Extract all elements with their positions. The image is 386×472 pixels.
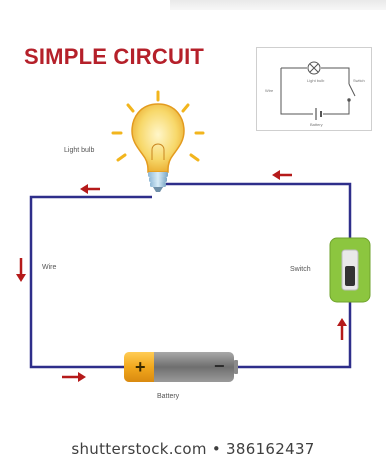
arrow-right-up-icon — [337, 318, 347, 340]
schematic-thumbnail: Light bulb Wire Switch Battery — [256, 47, 372, 131]
switch-icon — [329, 237, 371, 303]
schematic-battery-label: Battery — [310, 122, 323, 127]
schematic-switch-label: Switch — [353, 78, 365, 83]
light-bulb-icon — [131, 103, 185, 192]
wire-loop — [29, 182, 352, 369]
wire-left — [29, 195, 152, 369]
arrow-top-right-icon — [272, 170, 292, 180]
schematic-bulb-label: Light bulb — [307, 78, 325, 83]
diagram-title: SIMPLE CIRCUIT — [24, 44, 205, 69]
battery-icon — [124, 352, 238, 382]
wire-right-top — [165, 182, 352, 240]
light-bulb-label: Light bulb — [64, 147, 95, 154]
wire-label: Wire — [42, 264, 57, 271]
wire-right-bottom — [236, 300, 352, 369]
switch-label: Switch — [290, 266, 311, 273]
current-arrows — [16, 170, 347, 382]
arrow-top-left-icon — [80, 184, 100, 194]
watermark: shutterstock.com • 386162437 — [71, 440, 315, 458]
battery-positive-sign: + — [135, 357, 146, 377]
top-band — [170, 0, 386, 10]
schematic-wire-label: Wire — [265, 88, 274, 93]
schematic-svg — [280, 61, 356, 120]
arrow-left-down-icon — [16, 258, 26, 282]
bulb-rays — [111, 90, 205, 162]
battery-label: Battery — [157, 393, 180, 400]
battery-negative-sign: − — [214, 356, 225, 376]
arrow-bottom-right-icon — [62, 372, 86, 382]
